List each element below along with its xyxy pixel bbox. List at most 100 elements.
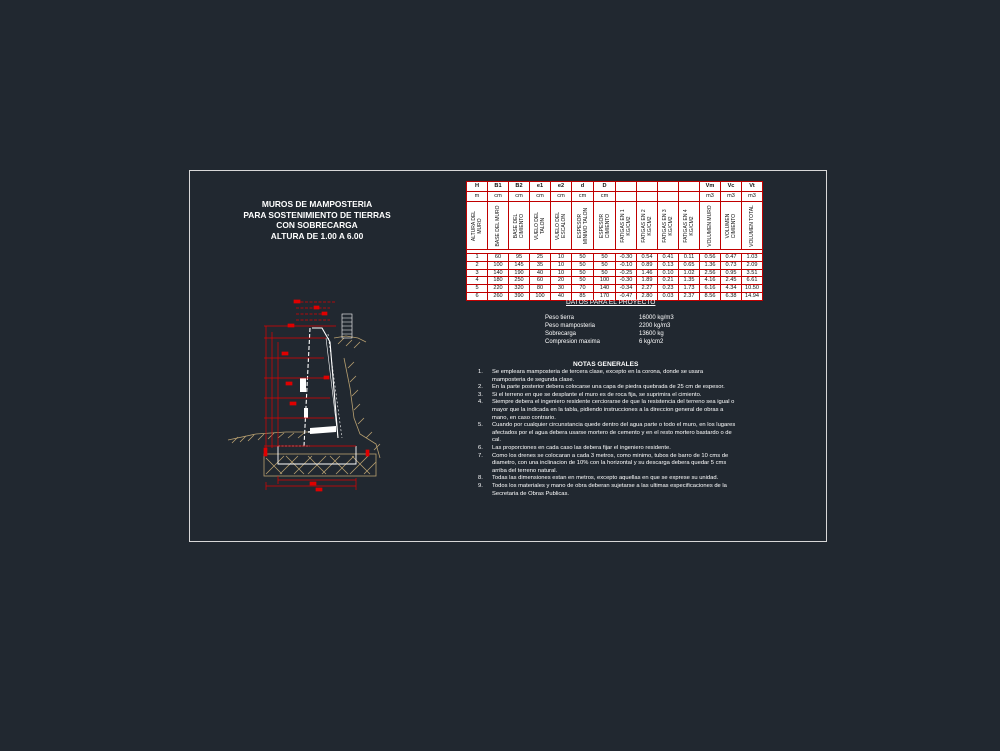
nota-text: Todas las dimensiones estan en metros, e… — [492, 475, 719, 482]
column-unit — [678, 191, 700, 202]
column-description-text: FATIGAS EN 1 KG/CM2 — [620, 208, 632, 243]
column-symbol: B1 — [487, 181, 509, 192]
table-cell: 10 — [550, 253, 572, 262]
column-description-text: VUELO DEL ESCALON — [555, 211, 567, 240]
table-cell: 14.94 — [741, 291, 763, 301]
column-unit: m — [466, 191, 488, 202]
table-cell: 0.03 — [657, 291, 679, 301]
column-description: VOLUMEN TOTAL — [741, 201, 763, 250]
title-line-4: ALTURA DE 1.00 A 6.00 — [270, 230, 364, 241]
column-unit — [636, 191, 658, 202]
datos-label: Peso mamposteria — [545, 323, 596, 329]
nota-item: 5.Cuando por cualquier circunstancia que… — [478, 422, 738, 445]
column-description: ESPESOR CIMIENTO — [593, 201, 616, 250]
table-cell: 50 — [593, 253, 616, 262]
column-unit: cm — [550, 191, 572, 202]
title-line-3: CON SOBRECARGA — [276, 220, 358, 230]
table-cell: 95 — [508, 253, 530, 262]
table-cell: 0.11 — [678, 253, 700, 262]
table-cell: 50 — [571, 276, 594, 286]
column-unit: m3 — [720, 191, 742, 202]
nota-number: 7. — [478, 452, 483, 459]
column-description: FATIGAS EN 3 KG/CM2 — [657, 201, 679, 250]
column-description-text: VOLUMEN CIMIENTO — [725, 213, 737, 238]
column-description: BASE DEL CIMIENTO — [508, 201, 530, 250]
table-cell: 1.35 — [678, 276, 700, 286]
drawing-title: MUROS DE MAMPOSTERIA PARA SOSTENIMIENTO … — [227, 199, 407, 241]
title-line-2: PARA SOSTENIMIENTO DE TIERRAS — [243, 209, 391, 220]
column-symbol: e2 — [550, 181, 572, 192]
column-description: VUELO DEL ESCALON — [550, 201, 572, 250]
nota-text: Cuando por cualquier circunstancia quede… — [492, 422, 736, 444]
table-cell: 30 — [550, 284, 572, 293]
table-cell: 4.34 — [720, 284, 742, 293]
foundation-block — [277, 445, 357, 465]
table-cell: -0.25 — [615, 268, 637, 278]
column-unit: cm — [487, 191, 509, 202]
table-cell: 10 — [550, 268, 572, 278]
table-cell: 2.56 — [699, 268, 721, 278]
datos-value: 16000 kg/m3 — [639, 315, 674, 321]
datos-label: Peso tierra — [545, 315, 575, 321]
column-symbol: Vc — [720, 181, 742, 192]
table-cell: 70 — [571, 284, 594, 293]
datos-value: 6 kg/cm2 — [639, 339, 664, 345]
column-description: VUELO DEL TALON — [529, 201, 551, 250]
column-description-text: VOLUMEN TOTAL — [749, 204, 755, 247]
column-symbol: D — [593, 181, 616, 192]
column-description: VOLUMEN CIMIENTO — [720, 201, 742, 250]
table-cell: 5 — [466, 284, 488, 293]
table-cell: 1 — [466, 253, 488, 262]
table-cell: 40 — [529, 268, 551, 278]
column-description: ALTURA DEL MURO — [466, 201, 488, 250]
table-cell: 0.95 — [720, 268, 742, 278]
table-cell: 0.23 — [657, 284, 679, 293]
column-unit: cm — [593, 191, 616, 202]
table-cell: 6 — [466, 291, 488, 301]
nota-item: 7. Como los drenes se colocaran a cada 3 … — [478, 453, 738, 476]
column-symbol: Vm — [699, 181, 721, 192]
table-cell: 35 — [529, 260, 551, 270]
table-cell: 320 — [508, 284, 530, 293]
column-description-text: BASE DEL MURO — [495, 205, 501, 246]
column-description-text: ESPESOR CIMIENTO — [598, 213, 611, 238]
table-cell: -0.10 — [615, 260, 637, 270]
datos-item: Peso mamposteria 2200 kg/m3 — [545, 323, 685, 331]
column-description: ESPESOR MINIMO TALON — [571, 201, 594, 250]
foundation-hatch — [263, 453, 377, 477]
table-cell: 190 — [508, 268, 530, 278]
ground-right — [333, 335, 381, 459]
table-cell: 60 — [487, 253, 509, 262]
column-description-text: VOLUMEN MURO — [707, 204, 713, 247]
column-unit: cm — [508, 191, 530, 202]
column-symbol — [657, 181, 679, 192]
table-cell: 140 — [593, 284, 616, 293]
column-description-text: ALTURA DEL MURO — [471, 210, 483, 241]
nota-item: 1.Se empleara mamposteria de tercera cla… — [478, 369, 738, 384]
table-cell: 0.89 — [636, 260, 658, 270]
nota-text: Siempre debera el ingeniero residente ce… — [492, 399, 735, 421]
column-description-text: FATIGAS EN 2 KG/CM2 — [641, 208, 653, 243]
nota-text: Como los drenes se colocaran a cada 3 me… — [492, 452, 729, 474]
table-cell: 1.89 — [636, 276, 658, 286]
datos-value: 2200 kg/m3 — [639, 323, 671, 329]
datos-label: Compresion maxima — [545, 339, 601, 345]
column-unit: m3 — [741, 191, 763, 202]
table-cell: 50 — [593, 268, 616, 278]
table-cell: 100 — [593, 276, 616, 286]
table-cell: 180 — [487, 276, 509, 286]
table-cell: 250 — [508, 276, 530, 286]
table-cell: 4 — [466, 276, 488, 286]
column-symbol: Vt — [741, 181, 763, 192]
surcharge-grille — [341, 313, 353, 339]
table-cell: 60 — [529, 276, 551, 286]
table-cell: 1.46 — [636, 268, 658, 278]
table-cell: 2.09 — [741, 260, 763, 270]
table-cell: 50 — [571, 268, 594, 278]
nota-number: 2. — [478, 384, 483, 391]
table-cell: 10.50 — [741, 284, 763, 293]
nota-text: Si el terreno en que se desplante el mur… — [492, 391, 702, 398]
